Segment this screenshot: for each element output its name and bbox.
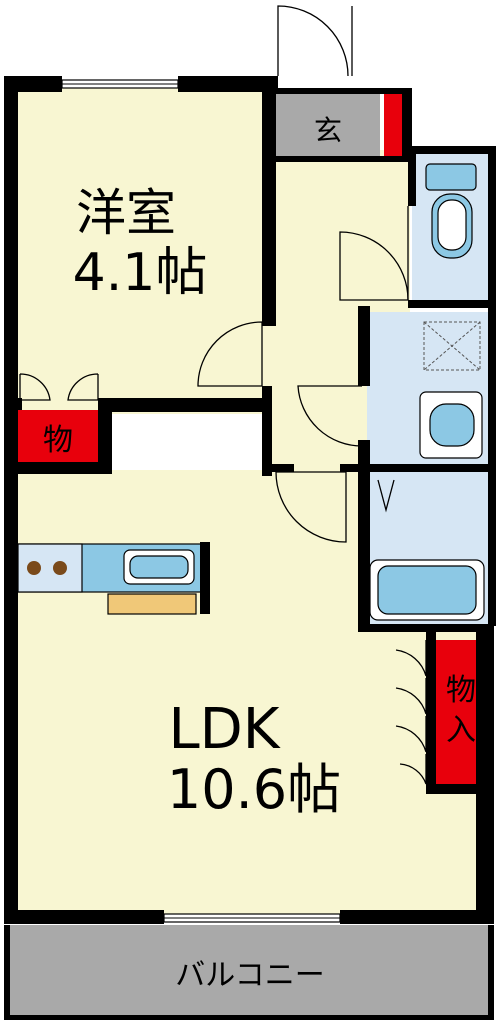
wall xyxy=(340,910,494,924)
kitchen-cabinet xyxy=(107,593,197,615)
entrance-floor xyxy=(276,92,380,162)
wall xyxy=(262,76,276,326)
washer-pan xyxy=(423,321,481,371)
washer-pan-diag xyxy=(423,321,481,371)
wall xyxy=(402,88,412,160)
wall xyxy=(272,88,404,94)
balcony-rail-left xyxy=(4,925,10,1017)
wall xyxy=(4,76,18,924)
closet-door-2 xyxy=(395,678,427,715)
entrance-label: 玄 xyxy=(314,114,342,147)
wall xyxy=(426,784,494,794)
western-room-door xyxy=(197,321,263,387)
kitchen-sink-bowl xyxy=(129,555,189,579)
kitchen-end-wall xyxy=(200,542,210,614)
wall xyxy=(408,300,496,308)
entrance-storage-strip xyxy=(384,92,404,158)
wall xyxy=(476,630,494,924)
western-room-floor xyxy=(12,84,270,414)
wall xyxy=(340,464,366,472)
western-room-name: 洋室 xyxy=(76,184,176,242)
wall xyxy=(408,146,416,206)
wall xyxy=(4,398,22,410)
ldk-name: LDK xyxy=(168,697,280,762)
bathtub-inner xyxy=(377,565,477,615)
wall xyxy=(98,398,112,470)
wall xyxy=(358,464,494,472)
doors xyxy=(19,5,427,785)
wall xyxy=(488,146,496,626)
washroom-door xyxy=(297,385,363,447)
small-storage-door-left xyxy=(19,373,51,401)
bath-door xyxy=(377,479,395,513)
washbasin-bowl xyxy=(429,403,475,447)
balcony-rail-bottom xyxy=(4,1015,494,1020)
wall xyxy=(100,398,272,412)
ldk-door xyxy=(275,471,347,543)
wall xyxy=(4,910,164,924)
wall xyxy=(358,306,370,386)
balcony-rail-right xyxy=(488,925,494,1017)
wall xyxy=(272,464,294,472)
toilet-door xyxy=(339,231,409,301)
closet-door-3 xyxy=(395,716,427,753)
walls xyxy=(4,76,496,924)
wall xyxy=(358,440,370,630)
wall xyxy=(272,156,408,162)
small-storage-block xyxy=(18,410,98,462)
toilet-seat xyxy=(437,199,467,251)
burner-icon xyxy=(53,561,67,575)
wall xyxy=(358,624,494,632)
wall xyxy=(4,462,112,474)
toilet-tank xyxy=(425,163,477,191)
wall xyxy=(408,146,494,154)
wall xyxy=(178,76,278,92)
balcony-label: バルコニー xyxy=(175,958,324,993)
closet-door-4 xyxy=(399,754,427,785)
hallway-floor-lower xyxy=(270,470,365,630)
stove-area xyxy=(17,543,83,593)
small-storage-label: 物 xyxy=(43,423,73,458)
balcony-area xyxy=(8,925,490,1017)
wall xyxy=(4,76,62,92)
wall xyxy=(262,386,272,476)
burner-icon xyxy=(27,561,41,575)
entrance-door xyxy=(277,5,349,77)
small-storage-door-right xyxy=(67,373,99,401)
closet-door-1 xyxy=(395,640,427,677)
wall xyxy=(426,632,436,794)
western-room-size: 4.1帖 xyxy=(73,243,208,303)
small-storage: 物 xyxy=(18,410,98,462)
fixtures xyxy=(17,163,485,621)
closet-storage-label-1: 物入 xyxy=(446,673,476,748)
ldk-size: 10.6帖 xyxy=(167,758,341,821)
